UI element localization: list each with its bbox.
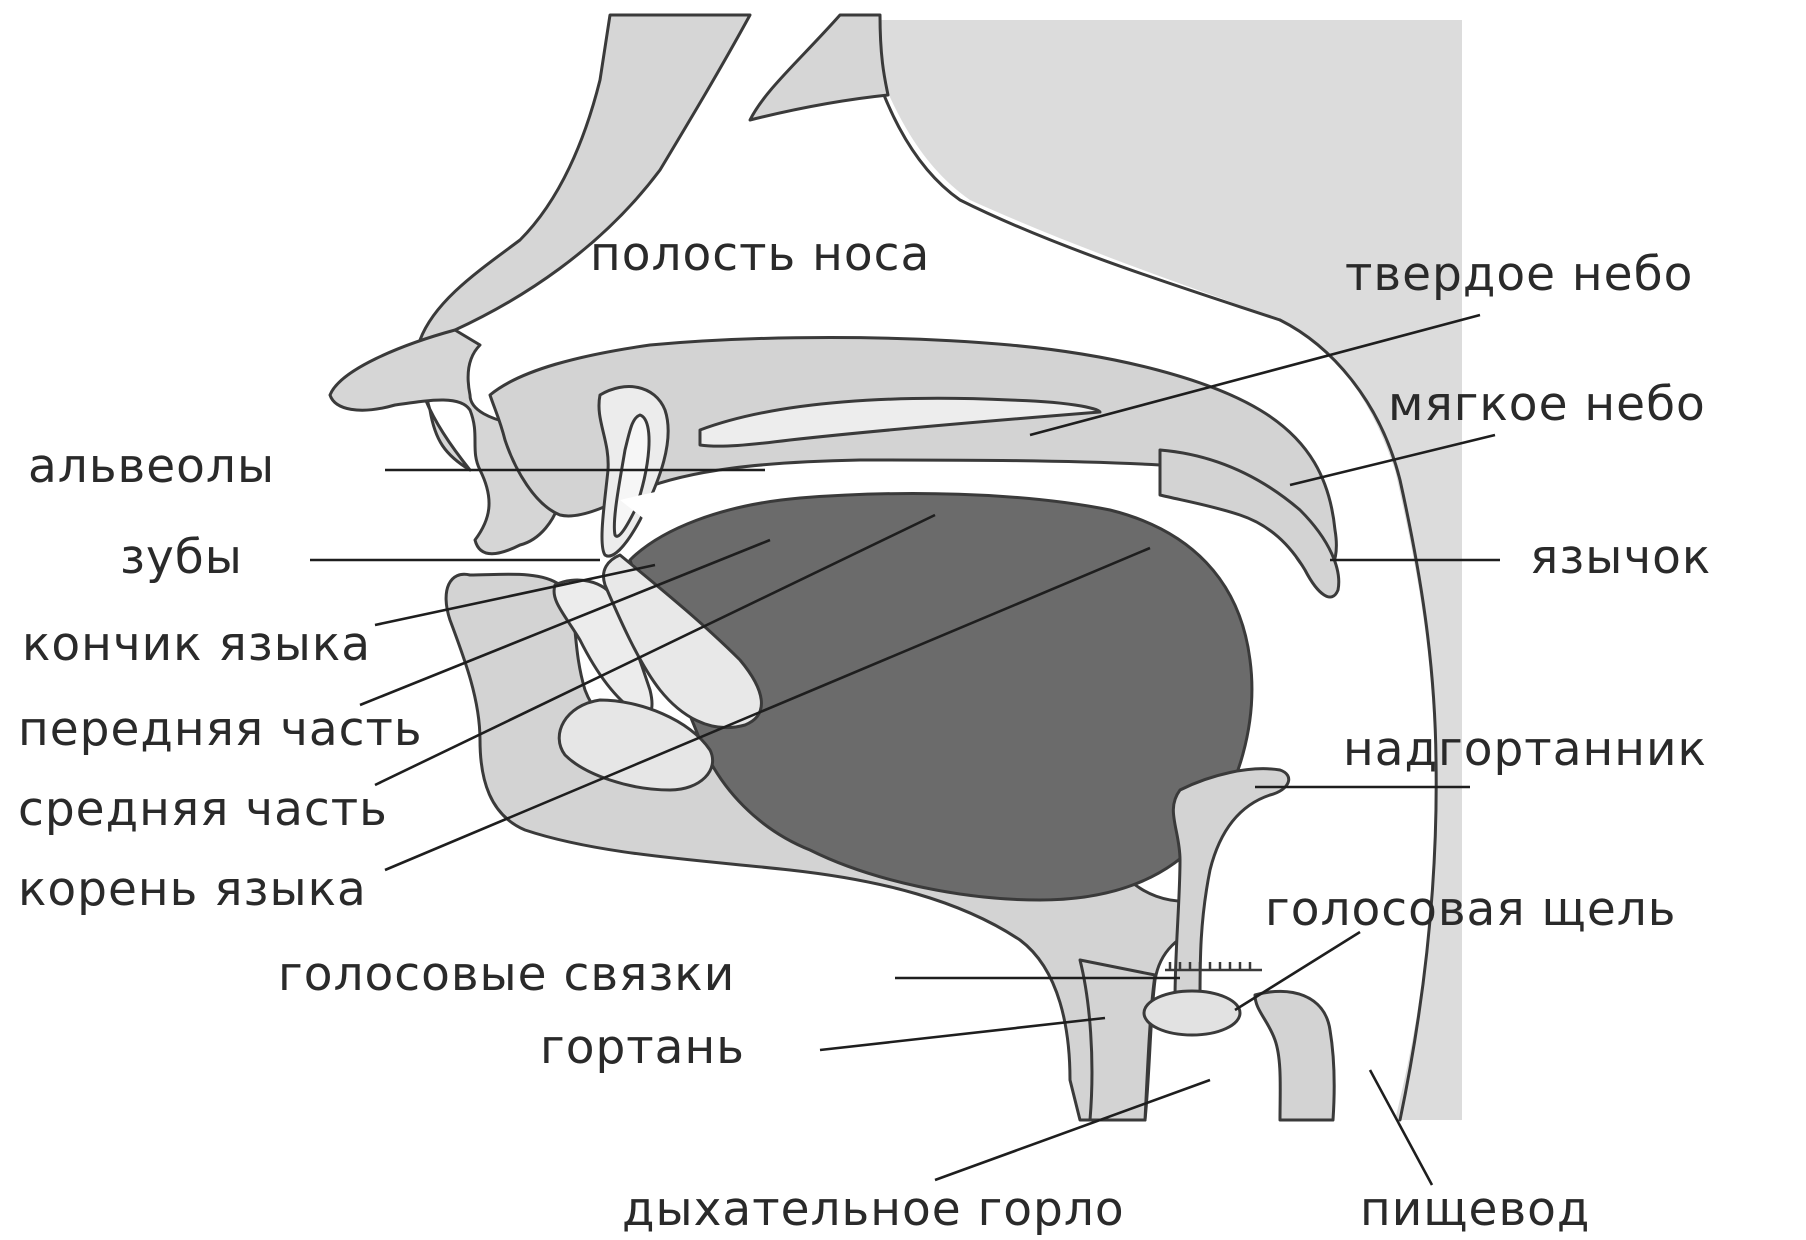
label-middle-part: средняя часть (18, 782, 388, 837)
label-soft-palate: мягкое небо (1388, 377, 1706, 432)
label-teeth: зубы (120, 530, 243, 585)
label-trachea: дыхательное горло (622, 1182, 1125, 1237)
label-uvula: язычок (1530, 530, 1711, 585)
label-esophagus: пищевод (1360, 1182, 1590, 1237)
label-glottis: голосовая щель (1265, 882, 1676, 937)
label-tongue-root: корень языка (18, 862, 367, 917)
label-front-part: передняя часть (18, 702, 423, 757)
label-nasal-cavity: полость носа (590, 227, 930, 282)
larynx-tube (1080, 960, 1155, 1120)
label-vocal-cords: голосовые связки (278, 947, 735, 1002)
label-epiglottis: надгортанник (1343, 722, 1707, 777)
label-larynx: гортань (540, 1020, 745, 1075)
label-tongue-tip: кончик языка (22, 617, 371, 672)
label-hard-palate: твердое небо (1345, 247, 1693, 302)
vocal-fold-cartilage (1144, 991, 1240, 1035)
label-alveoli: альвеолы (28, 439, 275, 494)
